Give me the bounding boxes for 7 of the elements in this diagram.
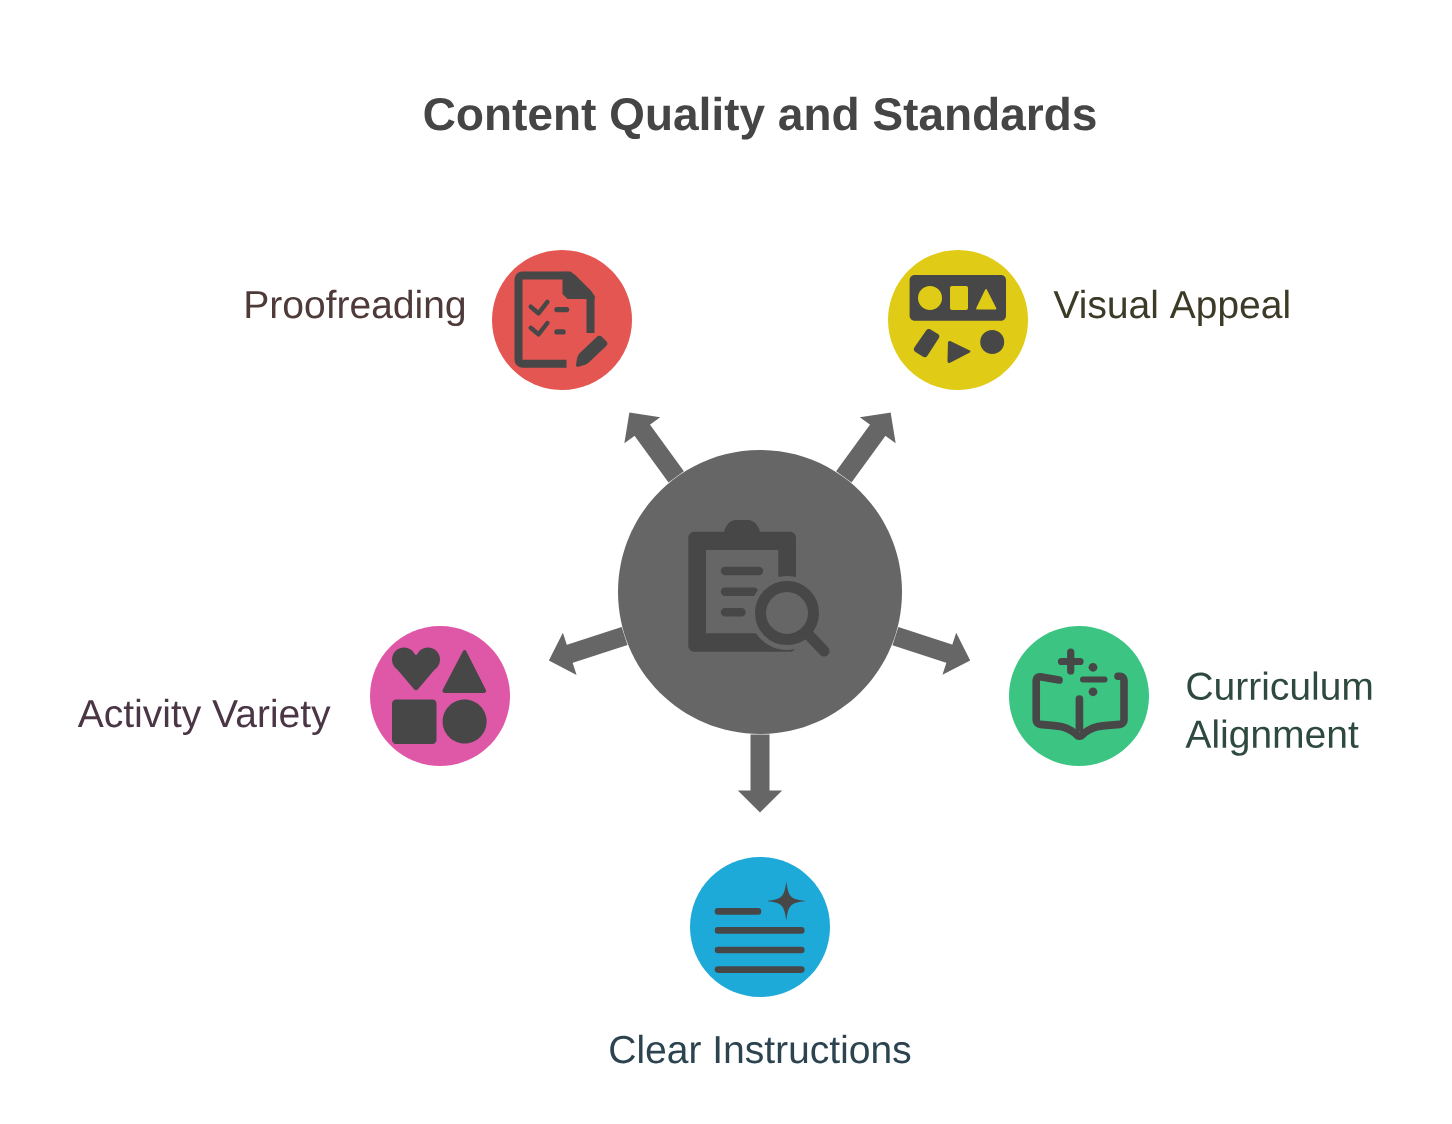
node-label: Curriculum Alignment: [1185, 671, 1372, 756]
arrow: [624, 412, 684, 483]
node-label: Proofreading: [246, 289, 465, 327]
node-label: Activity Variety: [77, 698, 331, 736]
title: Content Quality and Standards: [424, 96, 1096, 140]
node-label: Clear Instructions: [610, 1034, 911, 1064]
node-label: Visual Appeal: [1053, 289, 1289, 327]
